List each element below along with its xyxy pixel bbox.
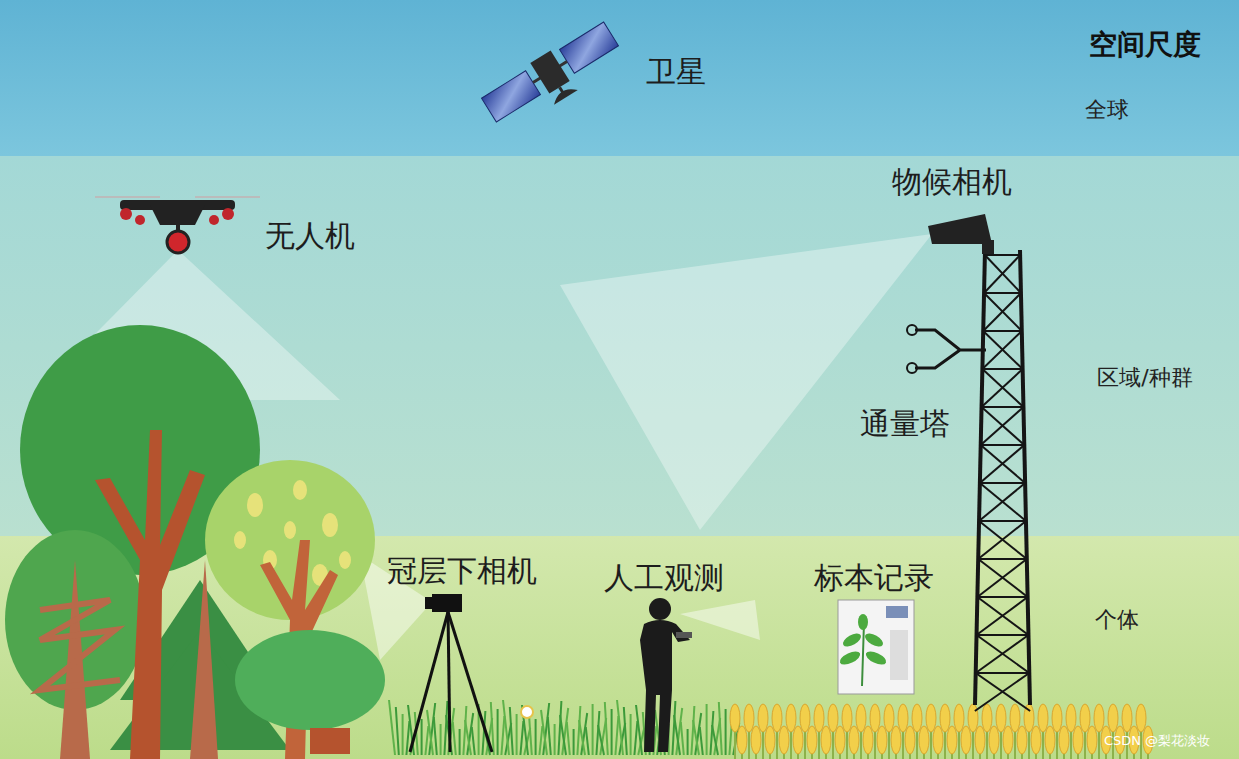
observation-label: 人工观测 [604, 558, 724, 599]
scale-band: 区域/种群 [0, 156, 1239, 536]
scale-label: 个体 [1095, 605, 1139, 635]
flux-tower-label: 通量塔 [860, 404, 950, 445]
flux-tower [907, 250, 1030, 711]
watermark: CSDN @梨花淡妆 [1104, 732, 1210, 750]
observer-silhouette [640, 598, 692, 752]
scale-label: 全球 [1085, 95, 1129, 125]
scale-label: 区域/种群 [1097, 363, 1192, 393]
phenocam-view-cone [560, 234, 932, 530]
grass [389, 700, 739, 755]
phenocam-label: 物候相机 [892, 162, 1012, 203]
phenocam-icon [928, 214, 994, 254]
global-band-fill [0, 0, 1239, 156]
specimen-sheet [838, 600, 914, 694]
scale-header: 空间尺度 [1089, 26, 1201, 64]
scale-band: 全球 [0, 0, 1239, 156]
understory-camera-label: 冠层下相机 [387, 551, 537, 592]
specimen-label: 标本记录 [814, 558, 934, 599]
corn-field [730, 704, 1153, 759]
individual-band-fill [0, 536, 1239, 759]
drone-label: 无人机 [265, 216, 355, 257]
satellite-icon [479, 19, 627, 136]
forest [5, 325, 385, 759]
understory-camera [410, 594, 492, 752]
satellite-label: 卫星 [646, 52, 706, 93]
drone-icon [95, 197, 260, 253]
flower [521, 706, 533, 718]
